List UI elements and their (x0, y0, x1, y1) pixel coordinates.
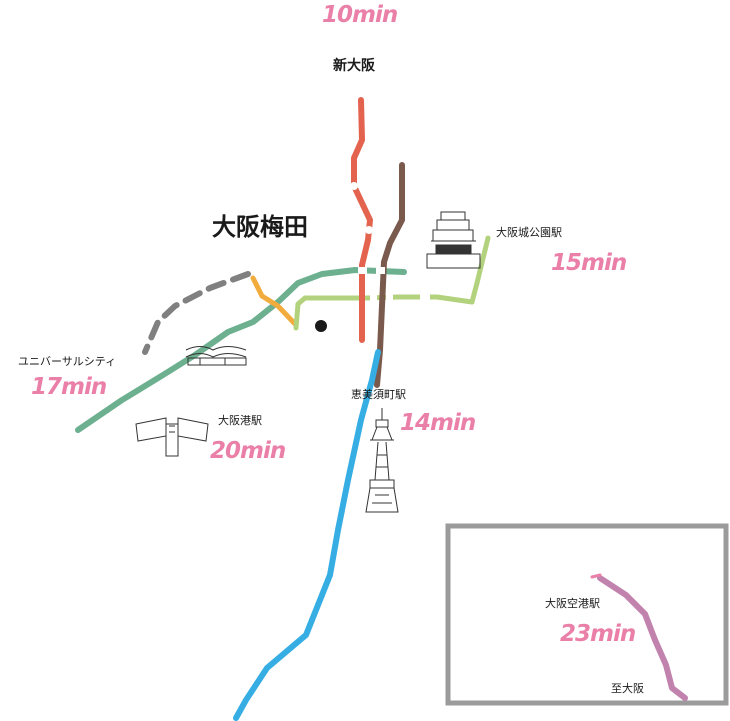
usj-building-icon (185, 346, 247, 366)
orange-line (250, 275, 299, 328)
time-shin-osaka: 10min (322, 2, 398, 28)
tsutenkaku-tower-icon (365, 408, 399, 513)
station-ebisucho: 恵美須町駅 (351, 387, 406, 401)
red-line-node (365, 226, 373, 234)
purple-line-stub (590, 573, 602, 579)
inset-box (445, 523, 729, 706)
station-usj: ユニバーサルシティ (18, 355, 116, 368)
osaka-castle-icon (426, 211, 481, 269)
time-osakako: 20min (210, 438, 286, 464)
station-osakajo: 大阪城公園駅 (496, 225, 562, 239)
gray-dashed-line (142, 271, 251, 355)
line-gap (386, 293, 393, 303)
label-to-osaka: 至大阪 (611, 681, 644, 695)
time-osakajo: 15min (551, 250, 627, 276)
blue-line-node (368, 345, 376, 353)
time-ebisucho: 14min (400, 410, 476, 436)
purple-line (597, 575, 688, 701)
blue-line (233, 349, 381, 721)
station-osakako: 大阪港駅 (218, 413, 262, 427)
line-gap (376, 267, 385, 274)
red-line-node (350, 182, 358, 190)
station-itami: 大阪空港駅 (545, 596, 600, 610)
time-usj: 17min (31, 374, 107, 400)
current-location-dot (315, 320, 327, 332)
red-line (351, 97, 373, 343)
station-shin-osaka: 新大阪 (333, 57, 376, 74)
aquarium-icon (135, 417, 209, 457)
station-umeda: 大阪梅田 (212, 213, 308, 241)
lime-line (293, 235, 491, 331)
line-gap (420, 293, 430, 303)
time-itami: 23min (560, 621, 636, 647)
line-gap (370, 293, 377, 303)
green-line (75, 267, 407, 433)
line-gap (358, 267, 367, 274)
